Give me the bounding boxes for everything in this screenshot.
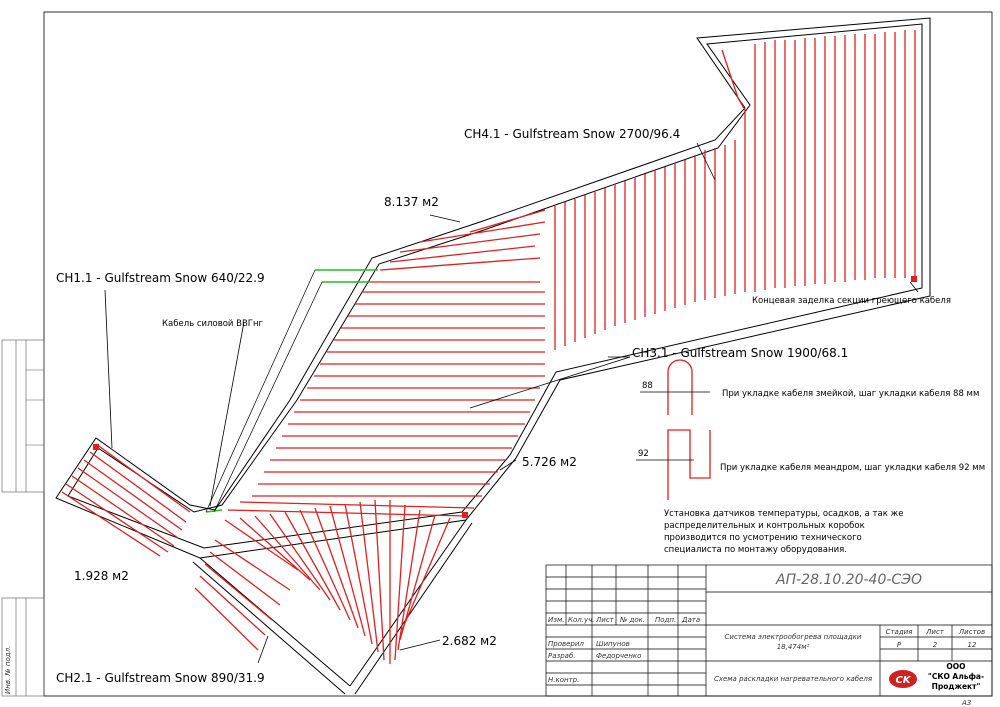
company-logo: CK <box>889 670 917 688</box>
svg-text:Подп.: Подп. <box>655 616 676 624</box>
svg-text:распределительных и контрольны: распределительных и контрольных коробок <box>664 521 865 531</box>
installation-note: Установка датчиков температуры, осадков,… <box>664 509 903 555</box>
svg-text:Лист: Лист <box>595 616 615 624</box>
svg-text:Разраб.: Разраб. <box>548 652 576 660</box>
format-label: А3 <box>961 699 971 707</box>
svg-text:№ док.: № док. <box>619 616 645 624</box>
title-block <box>545 564 993 697</box>
svg-text:12: 12 <box>968 641 977 649</box>
system-name: Система электрообогрева площадки <box>725 633 862 641</box>
system-area: 18,474м² <box>777 643 810 651</box>
end-termination-marker <box>462 512 468 518</box>
svg-text:CK: CK <box>895 675 911 686</box>
svg-text:Шипунов: Шипунов <box>596 640 630 648</box>
svg-text:2: 2 <box>933 641 938 649</box>
document-code: АП-28.10.20-40-СЭО <box>775 572 922 588</box>
svg-text:Проверил: Проверил <box>548 640 584 648</box>
label-ch21: CH2.1 - Gulfstream Snow 890/31.9 <box>56 671 265 685</box>
legend-meander: 92 При укладке кабеля меандром, шаг укла… <box>636 429 985 500</box>
power-cable-label: Кабель силовой ВВГнг <box>162 319 264 329</box>
svg-text:Изм.: Изм. <box>548 616 564 624</box>
svg-text:Федорченко: Федорченко <box>596 652 641 660</box>
sheet-title: Схема раскладки нагревательного кабеля <box>714 675 872 683</box>
svg-text:92: 92 <box>638 449 649 459</box>
svg-text:Р: Р <box>897 641 902 649</box>
sheet-frame <box>43 11 993 697</box>
area-label: 8.137 м2 <box>384 195 439 209</box>
legend-serpentine: 88 При укладке кабеля змейкой, шаг уклад… <box>640 359 979 415</box>
svg-text:Н.контр.: Н.контр. <box>548 676 579 684</box>
svg-text:При укладке кабеля меандром, ш: При укладке кабеля меандром, шаг укладки… <box>720 463 985 473</box>
end-termination-marker <box>93 444 99 450</box>
svg-text:Кол.уч.: Кол.уч. <box>568 616 594 624</box>
side-strip: Инв. № подл. <box>1 339 45 697</box>
svg-text:специалиста по монтажу оборудо: специалиста по монтажу оборудования. <box>664 545 847 555</box>
label-ch11: CH1.1 - Gulfstream Snow 640/22.9 <box>56 271 265 285</box>
area-label: 2.682 м2 <box>442 634 497 648</box>
inv-label: Инв. № подл. <box>4 646 12 694</box>
svg-text:Стадия: Стадия <box>886 628 913 636</box>
svg-text:Проджект": Проджект" <box>932 682 981 691</box>
end-termination-marker <box>911 276 917 282</box>
svg-text:ООО: ООО <box>946 662 965 671</box>
svg-text:Листов: Листов <box>958 628 985 636</box>
label-ch41: CH4.1 - Gulfstream Snow 2700/96.4 <box>464 127 680 141</box>
svg-text:При укладке кабеля змейкой, ша: При укладке кабеля змейкой, шаг укладки … <box>722 389 979 399</box>
heating-cable <box>61 30 916 664</box>
svg-text:Установка датчиков температуры: Установка датчиков температуры, осадков,… <box>664 509 903 519</box>
svg-text:производится по усмотрению тех: производится по усмотрению технического <box>664 533 862 543</box>
power-cable-leaders <box>205 269 323 513</box>
svg-text:Дата: Дата <box>681 616 700 624</box>
area-label: 1.928 м2 <box>74 569 129 583</box>
area-label: 5.726 м2 <box>522 455 577 469</box>
svg-text:88: 88 <box>642 381 653 391</box>
label-ch31: CH3.1 - Gulfstream Snow 1900/68.1 <box>632 346 848 360</box>
leader-lines <box>104 142 919 664</box>
power-cable <box>205 269 378 513</box>
svg-text:Лист: Лист <box>925 628 945 636</box>
end-termination-label: Концевая заделка секции греющего кабеля <box>752 296 951 306</box>
svg-text:"СКО Альфа-: "СКО Альфа- <box>928 672 984 681</box>
